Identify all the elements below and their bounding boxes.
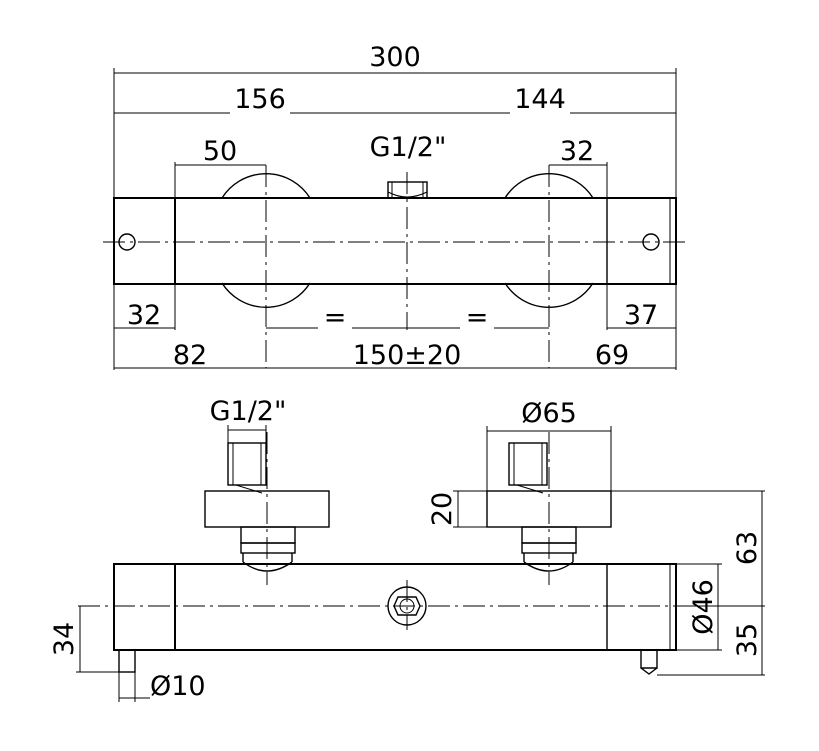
left-thread-label: G1/2" <box>210 396 287 427</box>
dim-32-top: 32 <box>560 136 594 167</box>
dim-46: Ø46 <box>688 579 719 635</box>
equal-sign-left: = <box>324 302 347 333</box>
left-inlet-thread <box>227 442 267 486</box>
mixer-body-front <box>113 563 677 651</box>
dim-300: 300 <box>369 42 421 73</box>
dim-156: 156 <box>234 84 286 115</box>
dim-65: Ø65 <box>521 398 577 429</box>
top-thread-label: G1/2" <box>370 132 447 163</box>
top-view: 300 156 144 50 G1/2" 32 32 = = 37 82 150… <box>103 42 690 371</box>
right-inlet-thread <box>508 442 548 486</box>
left-nut-upper <box>240 526 296 544</box>
dim-10: Ø10 <box>150 671 206 702</box>
left-bottom-outlet <box>118 649 136 673</box>
dim-82: 82 <box>173 340 207 371</box>
dim-32-bottom: 32 <box>127 300 161 331</box>
right-bottom-outlet <box>640 650 658 675</box>
dim-63: 63 <box>732 531 763 565</box>
dim-69: 69 <box>595 340 629 371</box>
dim-37: 37 <box>624 300 658 331</box>
dim-144: 144 <box>514 84 566 115</box>
dim-34: 34 <box>49 622 80 656</box>
dim-35: 35 <box>732 623 763 657</box>
front-view: G1/2" Ø65 20 63 Ø46 35 34 Ø10 <box>49 396 765 702</box>
dim-20: 20 <box>427 492 458 526</box>
mixer-body-top <box>113 197 677 285</box>
dim-50: 50 <box>203 136 237 167</box>
dim-150-tolerance: 150±20 <box>353 340 462 371</box>
equal-sign-right: = <box>466 302 489 333</box>
left-nut-lower <box>240 542 296 554</box>
